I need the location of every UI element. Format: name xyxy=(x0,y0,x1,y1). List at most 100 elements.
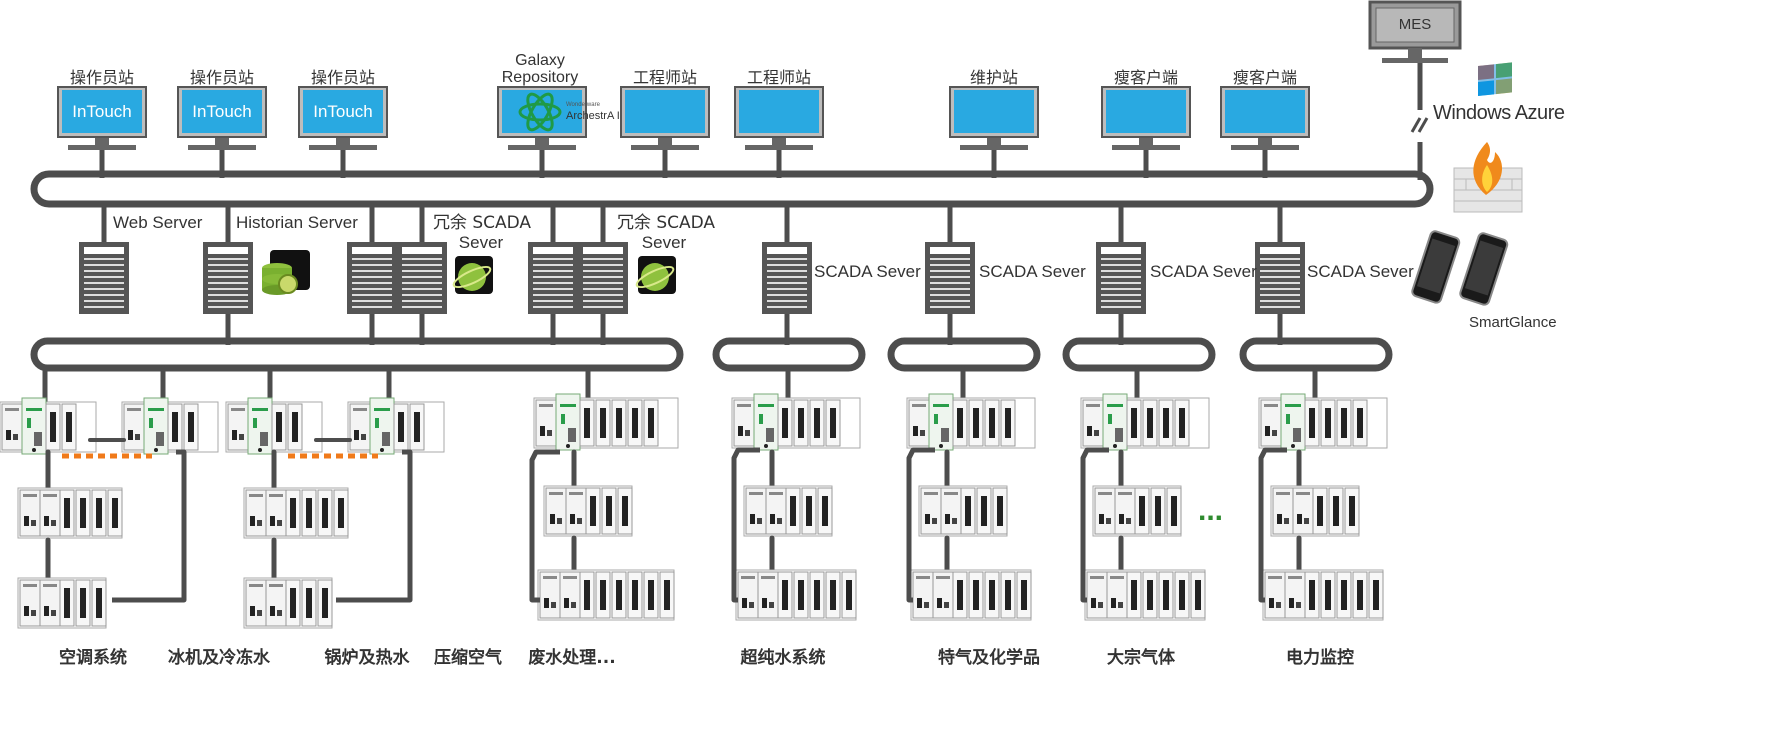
more-systems-ellipsis: ... xyxy=(1198,494,1223,527)
plc-rack-a-io2 xyxy=(17,577,107,629)
redundant-scada-1-label-line1: 冗余 SCADA xyxy=(433,213,531,233)
mes-label: MES xyxy=(1399,16,1432,33)
server-6[interactable] xyxy=(578,204,628,345)
monitor-screen xyxy=(1106,90,1186,133)
smartglance-label: SmartGlance xyxy=(1469,314,1557,331)
historian-database-icon xyxy=(262,250,310,295)
plc-rack-a-io1 xyxy=(17,487,123,539)
server-7[interactable] xyxy=(762,204,812,345)
monitor-screen xyxy=(625,90,705,133)
web-server-label: Web Server xyxy=(113,213,203,232)
server-4[interactable] xyxy=(397,204,447,345)
scada-server-label-2: SCADA Sever xyxy=(979,262,1086,281)
wonderware-label: Wonderware xyxy=(566,102,601,108)
system-label: 超纯水系统 xyxy=(741,647,826,668)
workstation-label: 工程师站 xyxy=(747,68,811,87)
plc-rack-io2-3 xyxy=(1084,569,1206,621)
plc-rack-io2-1 xyxy=(735,569,857,621)
plc-rack-c-io1 xyxy=(543,485,633,537)
system-label: 大宗气体 xyxy=(1107,647,1176,668)
plc-rack-main-1 xyxy=(731,393,861,451)
plc-rack-redundant-b2 xyxy=(347,397,445,455)
smartphone-icon xyxy=(1411,230,1509,306)
intouch-label: InTouch xyxy=(72,102,132,121)
server-10[interactable] xyxy=(1255,204,1305,345)
workstation-2[interactable]: 操作员站 InTouch xyxy=(177,68,267,178)
control-network-bus-main xyxy=(30,337,684,372)
monitor-screen xyxy=(1225,90,1305,133)
scada-globe-icon xyxy=(635,256,676,294)
system-label: 空调系统 xyxy=(59,647,127,668)
plant-network-bus xyxy=(30,170,1434,208)
control-network-bus-gas xyxy=(887,337,1041,372)
monitor-screen xyxy=(62,90,142,133)
system-label: 锅炉及热水 xyxy=(325,647,411,668)
plc-rack-main-2 xyxy=(906,393,1036,451)
server-3[interactable] xyxy=(347,204,397,345)
workstation-label: 瘦客户端 xyxy=(1114,68,1178,87)
control-network-bus-bulk xyxy=(1062,337,1216,372)
historian-server-label: Historian Server xyxy=(236,213,358,232)
plc-rack-io2-4 xyxy=(1262,569,1384,621)
redundant-scada-1-label-line2: Sever xyxy=(459,233,504,252)
plc-rack-io1-2 xyxy=(918,485,1008,537)
workstation-6[interactable]: 工程师站 xyxy=(734,68,824,178)
scada-server-label-3: SCADA Sever xyxy=(1150,262,1257,281)
plc-rack-redundant-b1 xyxy=(225,397,323,455)
system-label: 特气及化学品 xyxy=(938,647,1040,668)
monitor-screen xyxy=(954,90,1034,133)
control-network-bus-power xyxy=(1239,337,1393,372)
workstation-label: 操作员站 xyxy=(190,68,254,87)
scada-server-label-4: SCADA Sever xyxy=(1307,262,1414,281)
scada-globe-icon xyxy=(452,256,493,294)
server-5[interactable] xyxy=(528,204,578,345)
monitor-screen xyxy=(739,90,819,133)
workstation-8[interactable]: 瘦客户端 xyxy=(1101,68,1191,178)
plc-rack-c-main xyxy=(533,393,679,451)
plc-rack-io1-3 xyxy=(1092,485,1182,537)
intouch-label: InTouch xyxy=(313,102,373,121)
archestra-logo-icon xyxy=(518,92,562,132)
workstation-label: Galaxy xyxy=(515,52,565,69)
plc-rack-io2-2 xyxy=(910,569,1032,621)
server-1[interactable] xyxy=(79,204,129,314)
plc-rack-main-3 xyxy=(1080,393,1210,451)
server-2[interactable] xyxy=(203,204,253,345)
windows-azure-cloud: Windows Azure xyxy=(1433,62,1565,124)
plc-rack-io1-4 xyxy=(1270,485,1360,537)
intouch-label: InTouch xyxy=(192,102,252,121)
system-label: 冰机及冷冻水 xyxy=(168,647,271,668)
windows-azure-label: Windows Azure xyxy=(1433,102,1565,124)
scada-server-label-1: SCADA Sever xyxy=(814,262,921,281)
workstation-label: 瘦客户端 xyxy=(1233,68,1297,87)
workstation-label: 操作员站 xyxy=(70,68,134,87)
plc-rack-b-io1 xyxy=(243,487,349,539)
workstation-9[interactable]: 瘦客户端 xyxy=(1220,68,1310,178)
workstation-1[interactable]: 操作员站 InTouch xyxy=(57,68,147,178)
plc-rack-main-4 xyxy=(1258,393,1388,451)
system-label: 废水处理... xyxy=(528,647,615,668)
workstation-3[interactable]: 操作员站 InTouch xyxy=(298,68,388,178)
plc-rack-redundant-a2 xyxy=(121,397,219,455)
monitor-screen xyxy=(182,90,262,133)
monitor-screen xyxy=(303,90,383,133)
plc-rack-b-io2 xyxy=(243,577,333,629)
plc-rack-c-io2 xyxy=(537,569,675,621)
workstation-label: 操作员站 xyxy=(311,68,375,87)
workstation-7[interactable]: 维护站 xyxy=(949,68,1039,178)
workstation-label: 工程师站 xyxy=(633,68,697,87)
workstation-5[interactable]: 工程师站 xyxy=(620,68,710,178)
mes-station[interactable]: MES xyxy=(1368,0,1462,180)
control-network-bus-upw xyxy=(712,337,866,372)
archestra-ide-label: ArchestrA IDE xyxy=(566,110,635,122)
firewall-icon xyxy=(1453,142,1523,213)
server-9[interactable] xyxy=(1096,204,1146,345)
server-8[interactable] xyxy=(925,204,975,345)
redundant-scada-2-label-line1: 冗余 SCADA xyxy=(617,213,715,233)
plc-rack-redundant-a1 xyxy=(0,397,97,455)
redundant-scada-2-label-line2: Sever xyxy=(642,233,687,252)
workstation-label: Repository xyxy=(502,69,578,86)
plc-rack-io1-1 xyxy=(743,485,833,537)
